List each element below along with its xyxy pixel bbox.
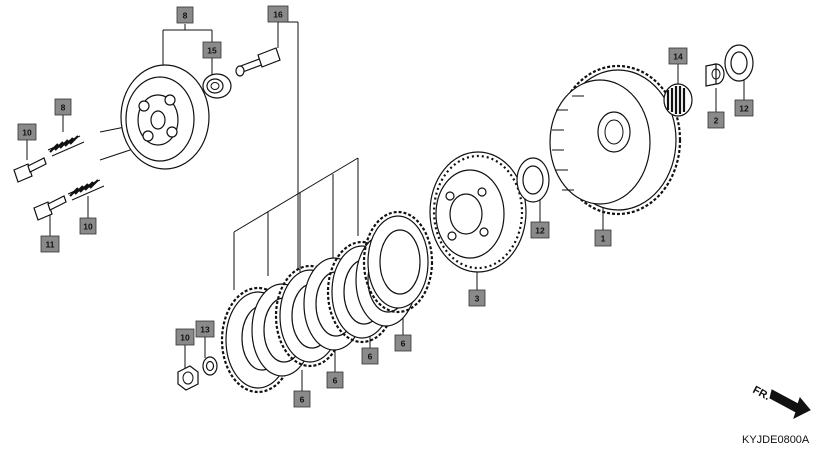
lock-nut [177, 365, 199, 391]
callout-10-upper: 10 [17, 123, 37, 141]
svg-text:6: 6 [368, 352, 373, 362]
callout-7: 8 [176, 6, 194, 24]
svg-text:6: 6 [300, 395, 305, 405]
svg-text:6: 6 [401, 339, 406, 349]
callout-3: 3 [468, 289, 486, 307]
svg-text:2: 2 [714, 116, 719, 126]
svg-text:8: 8 [61, 103, 66, 113]
callout-6-c: 6 [326, 371, 344, 389]
callout-14: 14 [668, 47, 688, 65]
collar [705, 63, 725, 87]
svg-text:10: 10 [83, 222, 93, 232]
svg-text:1: 1 [601, 234, 606, 244]
thrust-washer-right [724, 44, 754, 82]
clutch-plate-stack [220, 210, 434, 394]
svg-text:10: 10 [22, 128, 32, 138]
clutch-outer [549, 64, 682, 216]
callout-15: 15 [202, 41, 222, 59]
front-arrow-icon [769, 389, 811, 419]
lifter-pin [235, 47, 281, 77]
svg-text:3: 3 [475, 294, 480, 304]
svg-text:12: 12 [535, 226, 545, 236]
callout-1: 1 [594, 229, 612, 247]
callout-10-lower: 11 [40, 235, 60, 253]
svg-text:14: 14 [673, 52, 683, 62]
needle-bearing [663, 83, 693, 117]
thrust-washer-center [516, 157, 550, 203]
callout-2: 2 [707, 111, 725, 129]
bearing [202, 73, 232, 99]
callout-13: 13 [195, 320, 215, 338]
svg-text:15: 15 [207, 46, 217, 56]
clutch-spring-upper [47, 135, 85, 157]
callout-8-lower: 10 [79, 217, 97, 235]
spring-bolt-upper [13, 157, 47, 183]
pressure-plate [120, 64, 210, 170]
svg-text:12: 12 [739, 104, 749, 114]
spring-bolt-lower [33, 195, 67, 221]
front-direction-indicator: FR. [751, 384, 811, 419]
callout-6-b: 6 [361, 347, 379, 365]
callout-12-center: 12 [530, 221, 550, 239]
svg-text:16: 16 [273, 10, 283, 20]
svg-text:6: 6 [333, 376, 338, 386]
washer-small [202, 356, 218, 376]
svg-text:13: 13 [200, 325, 210, 335]
callout-11: 10 [175, 328, 195, 346]
svg-text:10: 10 [180, 333, 190, 343]
callout-12-right: 12 [734, 99, 754, 117]
svg-text:11: 11 [46, 240, 55, 250]
diagram-code: KYJDE0800A [742, 434, 810, 446]
callout-16: 16 [267, 5, 289, 23]
clutch-center [429, 151, 527, 273]
front-direction-label: FR. [751, 384, 772, 403]
callout-6-d: 6 [293, 390, 311, 408]
leader-lines [26, 21, 745, 391]
clutch-spring-lower [67, 179, 105, 201]
svg-text:8: 8 [183, 11, 188, 21]
callout-6-a: 6 [394, 334, 412, 352]
callout-8-upper: 8 [54, 98, 72, 116]
